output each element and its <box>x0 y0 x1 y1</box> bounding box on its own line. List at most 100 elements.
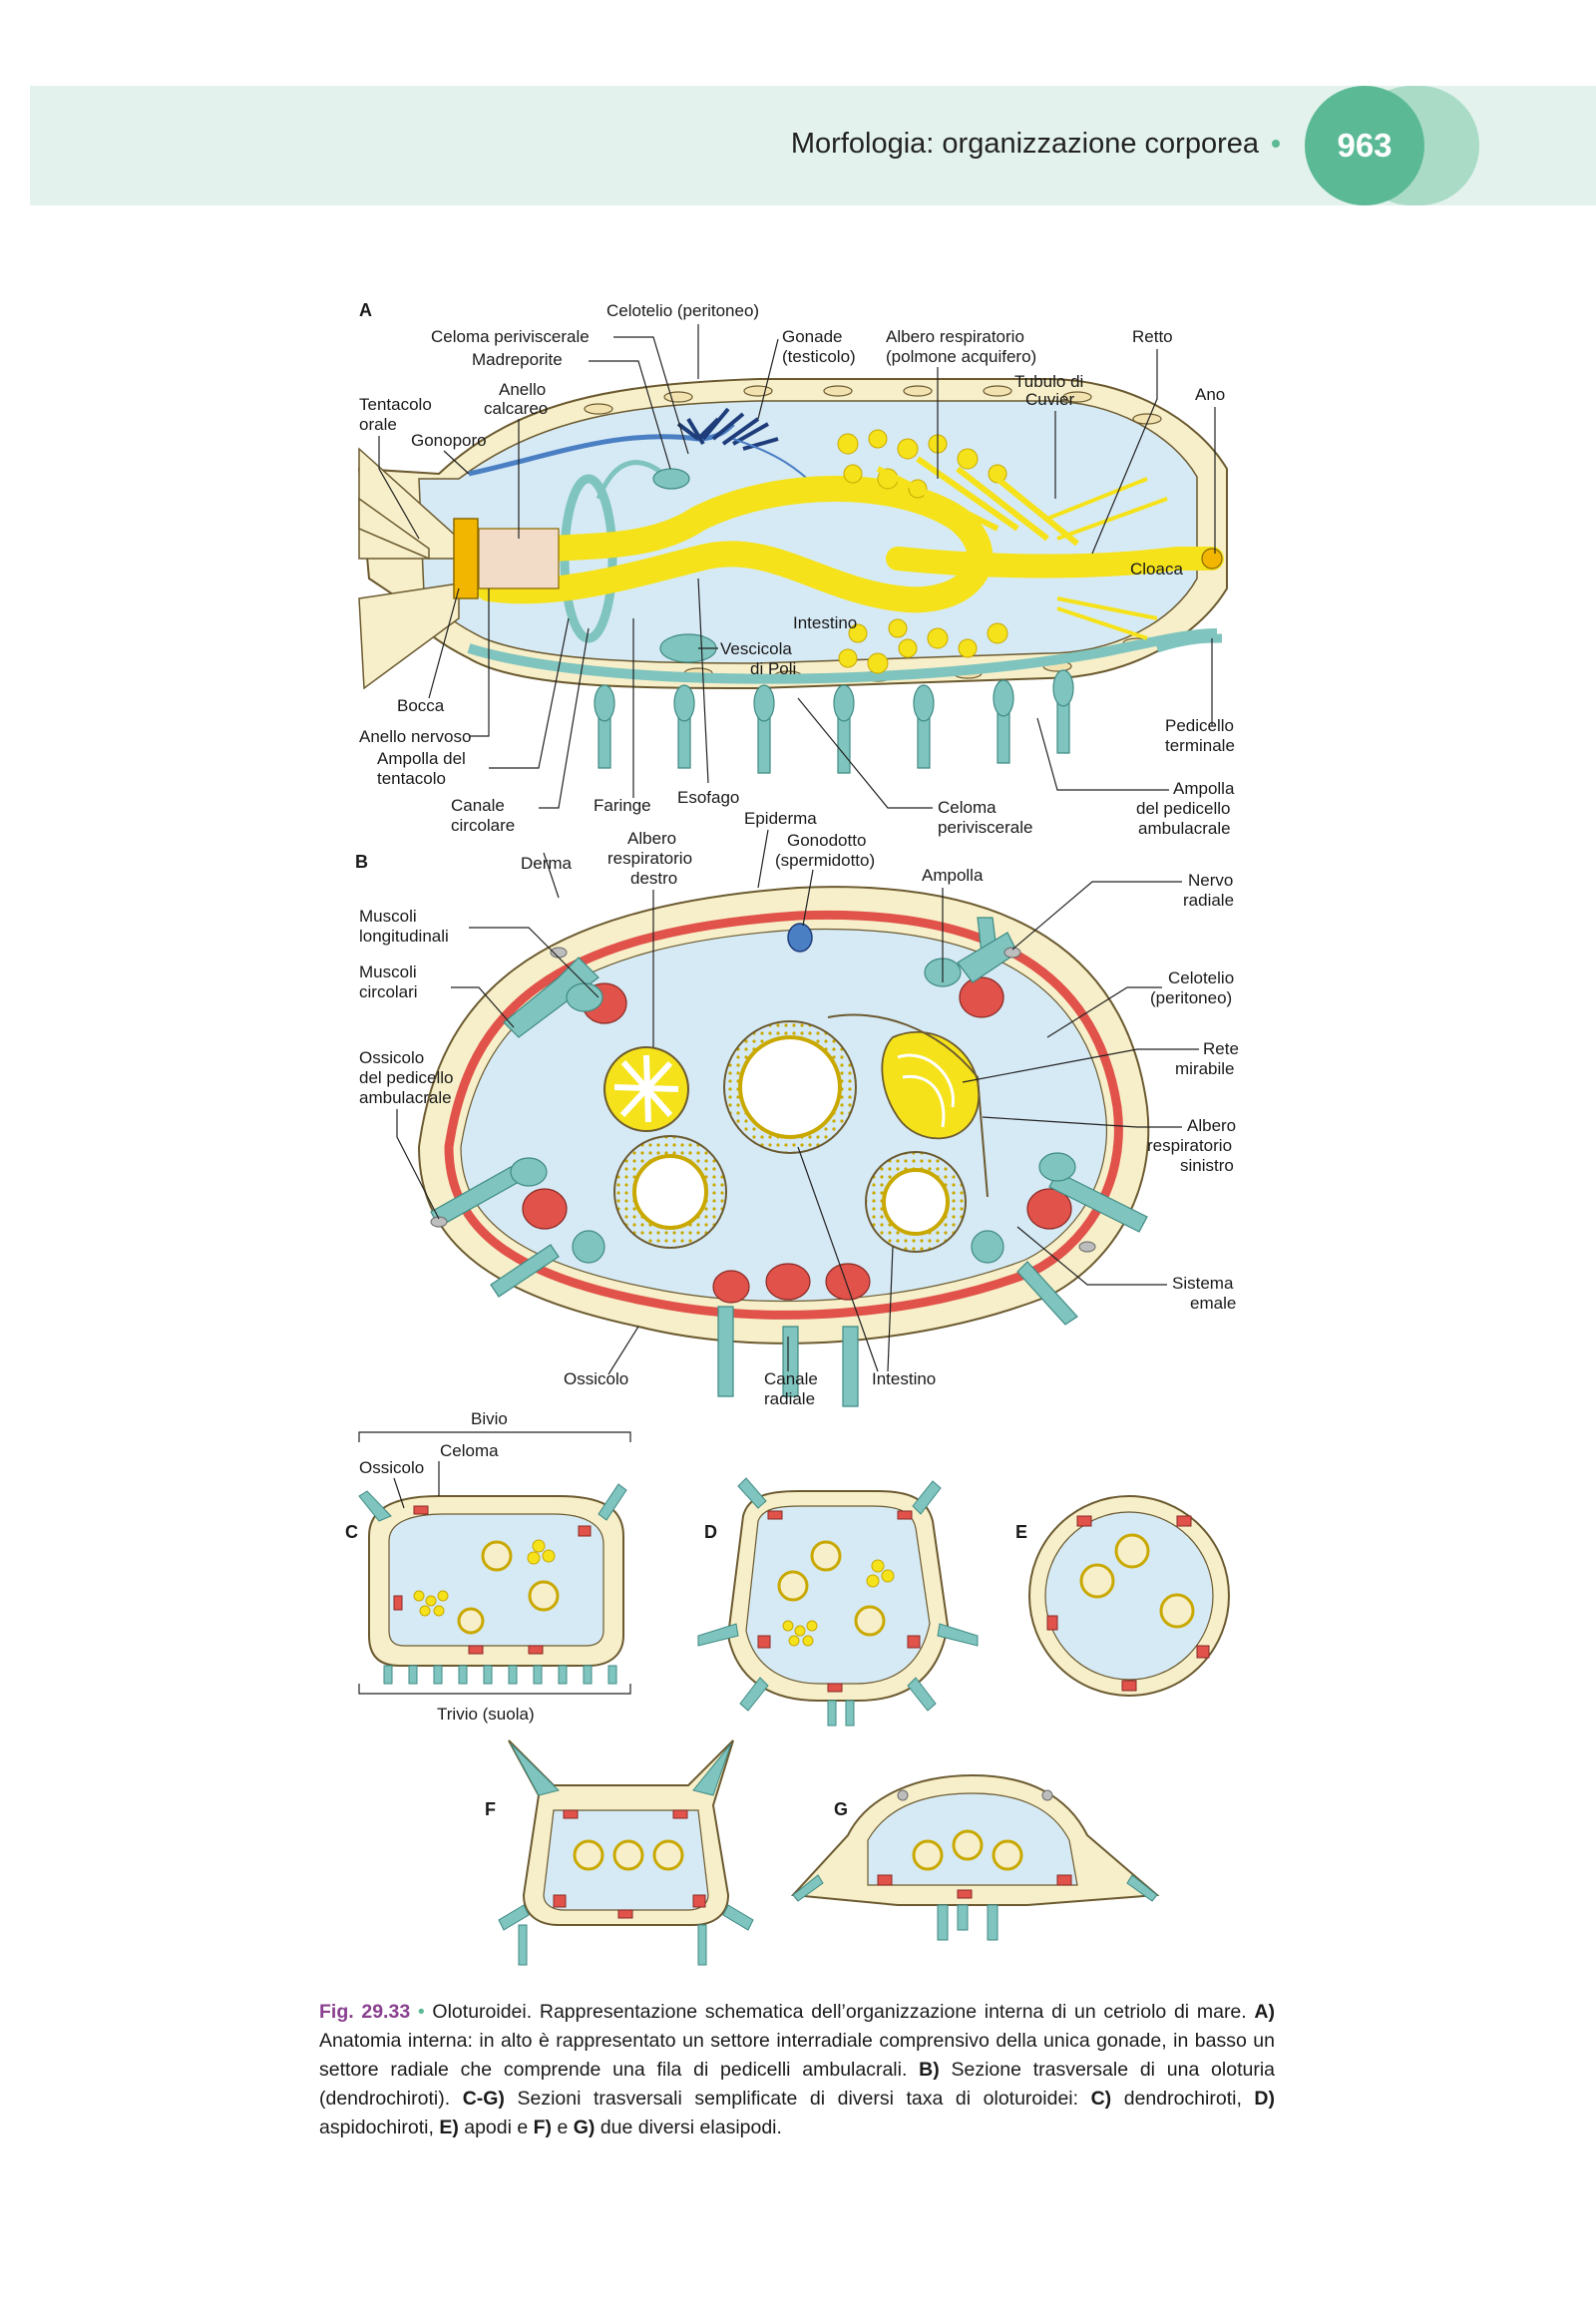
panel-d-letter: D <box>704 1522 717 1542</box>
label-muscoli-long-2: longitudinali <box>359 927 449 946</box>
caption-ref-d: D) <box>1254 2088 1275 2110</box>
label-ampolla-tentacolo-1: Ampolla del <box>377 749 466 768</box>
cuvier-tubules <box>1046 477 1168 640</box>
caption-ref-cg: C-G) <box>462 2088 505 2110</box>
caption-ref-e: E) <box>439 2117 459 2138</box>
label-nervo-radiale-1: Nervo <box>1188 871 1233 890</box>
panel-g-letter: G <box>834 1799 848 1819</box>
caption-text-2: Anatomia interna: in alto è rappresentat… <box>319 2030 1275 2081</box>
label-vescicola-2: di Poli <box>750 659 796 678</box>
caption-ref-a: A) <box>1254 2001 1275 2023</box>
panel-f-diagram: F <box>485 1739 754 1966</box>
label-ossicolo-c: Ossicolo <box>359 1458 424 1477</box>
running-header-title: Morfologia: organizzazione corporea <box>790 128 1259 160</box>
respiratory-tree-branches <box>876 456 1079 547</box>
label-canale-circolare-2: circolare <box>451 816 515 835</box>
label-derma: Derma <box>521 854 573 873</box>
label-rete-2: mirabile <box>1175 1059 1235 1078</box>
section-f-intestine <box>573 1839 684 1871</box>
label-celoma-periviscerale-bottom-2: periviscerale <box>938 818 1032 837</box>
page-number: 963 <box>1337 127 1393 164</box>
label-canale-radiale-1: Canale <box>764 1369 818 1388</box>
caption-text-8: e <box>552 2117 574 2138</box>
caption-ref-g: G) <box>573 2117 596 2138</box>
panel-b-diagram: B <box>355 809 1239 1408</box>
panel-d-diagram: D <box>697 1477 979 1727</box>
section-g-muscles <box>877 1874 1072 1899</box>
label-retto: Retto <box>1132 327 1173 346</box>
label-madreporite: Madreporite <box>472 350 563 369</box>
panel-a-labels: Celotelio (peritoneo) Celoma periviscera… <box>359 301 1235 838</box>
mouth <box>453 518 479 599</box>
label-pedicello-terminale-1: Pedicello <box>1165 716 1234 735</box>
calcareous-ring <box>478 528 560 589</box>
hemal-vessel <box>827 1013 989 1198</box>
intestine-section-large-lumen <box>738 1035 842 1139</box>
bivio-bracket <box>358 1431 631 1442</box>
section-d-intestine <box>777 1540 886 1637</box>
label-ampolla-tentacolo-2: tentacolo <box>377 769 446 788</box>
caption-text-5: dendrochiroti, <box>1111 2088 1255 2110</box>
label-bocca: Bocca <box>397 696 445 715</box>
label-sistema-emale-2: emale <box>1190 1294 1236 1313</box>
label-epiderma: Epiderma <box>744 809 817 828</box>
section-e-intestine <box>1079 1533 1195 1629</box>
label-tubulo-1: Tubulo di <box>1014 372 1083 391</box>
radial-water-canal <box>467 628 1218 684</box>
label-anello-calcareo-1: Anello <box>499 380 546 399</box>
label-albero-destro-1: Albero <box>627 829 676 848</box>
label-vescicola-1: Vescicola <box>720 639 792 658</box>
label-ampolla-pedicello-3: ambulacrale <box>1138 819 1231 838</box>
panel-a-letter: A <box>359 300 372 320</box>
panel-f-letter: F <box>485 1799 496 1819</box>
label-intestino: Intestino <box>793 613 857 632</box>
label-tentacolo-2: orale <box>359 415 397 434</box>
label-anello-calcareo-2: calcareo <box>484 399 548 418</box>
caption-bullet-icon: • <box>417 2001 425 2023</box>
rectum-cloaca <box>886 547 1224 578</box>
panel-b-leader-lines <box>396 829 1199 1375</box>
label-esofago: Esofago <box>677 788 739 807</box>
section-e-coelom <box>1044 1511 1214 1681</box>
section-c-intestine <box>457 1540 560 1635</box>
section-f-feet <box>498 1742 754 1966</box>
label-anello-nervoso: Anello nervoso <box>359 727 471 746</box>
label-gonade-1: Gonade <box>782 327 843 346</box>
label-celotelio-2: (peritoneo) <box>1150 988 1232 1007</box>
figure-caption: Fig. 29.33 • Oloturoidei. Rappresentazio… <box>319 1998 1275 2142</box>
section-c-muscles <box>393 1505 592 1655</box>
section-c-coelom <box>388 1513 604 1647</box>
page-badge <box>1305 86 1424 205</box>
caption-text-9: due diversi elasipodi. <box>595 2117 782 2138</box>
section-g-nerves <box>897 1789 1053 1801</box>
panel-c-diagram: C Bivio Celoma Ossicolo Trivio (su <box>345 1409 631 1724</box>
label-ampolla: Ampolla <box>922 866 984 885</box>
label-ossicolo-ped-2: del pedicello <box>359 1068 454 1087</box>
intestine-section-left-lumen <box>632 1154 708 1230</box>
section-d-coelom <box>745 1505 931 1685</box>
panel-b-labels: Epiderma Derma Albero respiratorio destr… <box>359 809 1239 1408</box>
caption-ref-f: F) <box>533 2117 553 2138</box>
circular-muscles <box>444 910 1123 1320</box>
panel-b-letter: B <box>355 852 368 872</box>
label-cloaca: Cloaca <box>1130 560 1183 578</box>
panel-a-diagram: A <box>357 300 1235 838</box>
caption-text-1: Oloturoidei. Rappresentazione schematica… <box>424 2001 1255 2023</box>
label-gonade-2: (testicolo) <box>782 347 856 366</box>
label-albero-sin-2: respiratorio <box>1147 1136 1232 1155</box>
section-f-muscles <box>553 1809 706 1919</box>
rete-mirabile <box>897 1053 956 1128</box>
label-gonoporo: Gonoporo <box>411 431 487 450</box>
label-trivio: Trivio (suola) <box>437 1705 535 1724</box>
section-e-muscles <box>1046 1515 1210 1692</box>
respiratory-tree-lower <box>838 618 1008 674</box>
section-d-trees <box>782 1559 895 1647</box>
panel-c-letter: C <box>345 1522 358 1542</box>
oral-tentacles <box>358 447 460 690</box>
label-muscoli-circ-2: circolari <box>359 982 418 1001</box>
label-canale-circolare-1: Canale <box>451 796 505 815</box>
label-intestino-b: Intestino <box>872 1369 936 1388</box>
label-albero-sin-3: sinistro <box>1180 1156 1234 1175</box>
label-muscoli-long-1: Muscoli <box>359 907 417 926</box>
